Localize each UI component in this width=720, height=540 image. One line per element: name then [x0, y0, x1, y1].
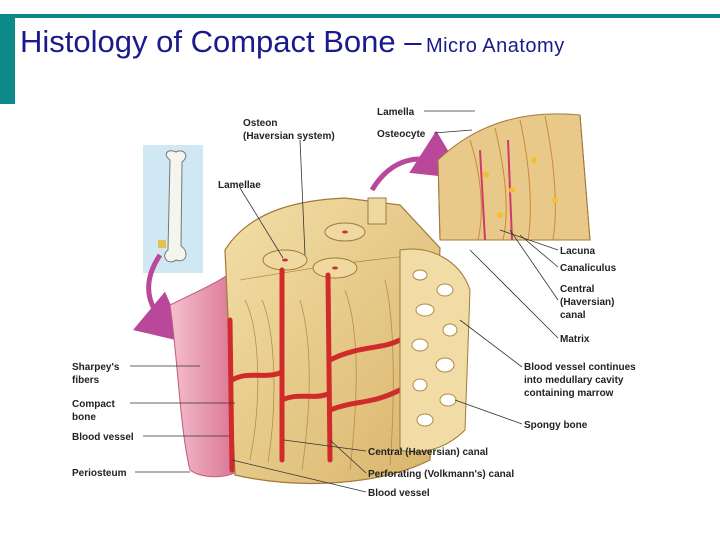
label-sharpeys-fibers-1: Sharpey's — [72, 362, 120, 373]
label-sharpeys-fibers-2: fibers — [72, 375, 100, 386]
label-matrix: Matrix — [560, 334, 590, 345]
label-central-canal-3: canal — [560, 310, 586, 321]
label-osteon: Osteon — [243, 118, 277, 129]
label-compact-bone-2: bone — [72, 412, 96, 423]
magnify-arrow-left — [132, 253, 188, 343]
magnified-osteon — [437, 113, 591, 241]
label-compact-bone-1: Compact — [72, 399, 115, 410]
label-blood-vessel-continues-3: containing marrow — [524, 388, 614, 399]
slide-accent-bar-vertical — [0, 14, 15, 104]
long-bone-thumbnail — [143, 145, 203, 273]
label-canaliculus: Canaliculus — [560, 263, 617, 274]
label-perforating-canal: Perforating (Volkmann's) canal — [368, 469, 514, 480]
label-blood-vessel-continues-1: Blood vessel continues — [524, 362, 636, 373]
label-lamella: Lamella — [377, 107, 415, 118]
label-blood-vessel-left: Blood vessel — [72, 432, 134, 443]
slide-title-sub: Micro Anatomy — [425, 35, 565, 57]
blood-vessel-network — [227, 267, 403, 473]
osteon-cylinders — [262, 197, 387, 279]
label-spongy-bone: Spongy bone — [524, 420, 588, 431]
magnify-arrow-top — [369, 130, 465, 192]
label-haversian-system: (Haversian system) — [243, 131, 335, 142]
long-bone-shape — [164, 150, 187, 263]
label-periosteum: Periosteum — [72, 468, 127, 479]
slide-accent-bar-horizontal — [15, 14, 720, 18]
label-central-haversian-canal: Central (Haversian) canal — [368, 447, 488, 458]
label-osteocyte: Osteocyte — [377, 129, 426, 140]
slide-title-main: Histology of Compact Bone – — [20, 24, 422, 59]
label-blood-vessel-continues-2: into medullary cavity — [524, 375, 624, 386]
thumbnail-highlight — [158, 240, 166, 248]
label-leader-lines — [130, 110, 559, 493]
spongy-bone-region — [399, 248, 471, 453]
label-central-canal-1: Central — [560, 284, 595, 295]
label-lamellae: Lamellae — [218, 180, 261, 191]
slide-title: Histology of Compact Bone – Micro Anatom… — [20, 24, 565, 60]
periosteum-layer — [169, 263, 241, 478]
label-blood-vessel-bottom: Blood vessel — [368, 488, 430, 499]
label-lacuna: Lacuna — [560, 246, 595, 257]
label-central-canal-2: (Haversian) — [560, 297, 614, 308]
